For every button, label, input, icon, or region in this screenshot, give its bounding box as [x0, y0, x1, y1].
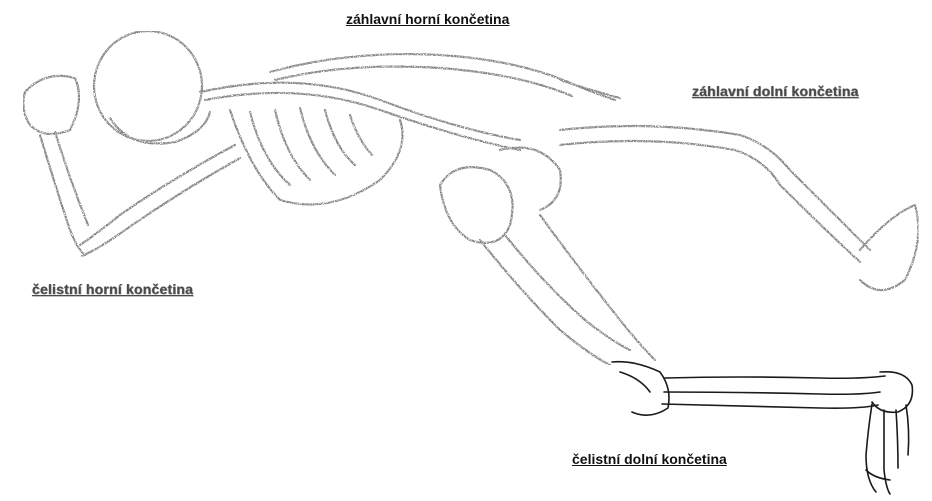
- faded-skeleton: [23, 31, 918, 365]
- back-leg: [560, 126, 870, 250]
- foot: [866, 404, 876, 492]
- ribcage: [230, 110, 403, 205]
- tibia: [665, 376, 885, 378]
- label-top-posterior-upper-limb: záhlavní horní končetina: [346, 12, 509, 26]
- left-hand: [23, 76, 79, 134]
- skull: [94, 31, 202, 141]
- pelvis: [440, 167, 513, 243]
- front-thigh: [480, 240, 610, 365]
- knee: [612, 362, 669, 415]
- label-anterior-lower-limb: čelistní dolní končetina: [572, 452, 727, 466]
- spine: [200, 83, 520, 140]
- label-posterior-lower-limb: záhlavní dolní končetina: [692, 84, 859, 98]
- label-anterior-upper-limb: čelistní horní končetina: [32, 282, 193, 296]
- front-arm: [80, 145, 235, 245]
- crisp-lower-leg: [612, 362, 912, 494]
